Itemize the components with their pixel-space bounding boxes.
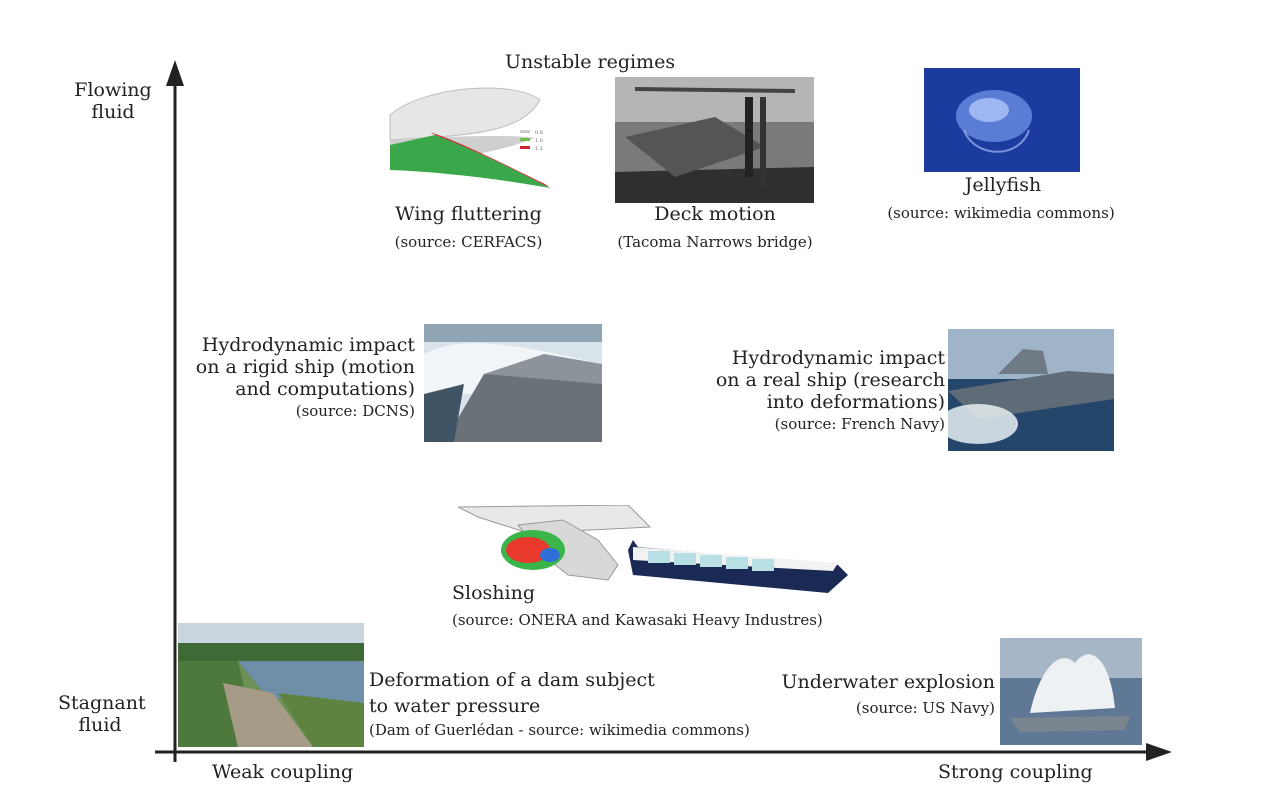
svg-text:1.0: 1.0 xyxy=(535,138,543,144)
explosion-text: Underwater explosion (source: US Navy) xyxy=(781,671,995,717)
x-axis-arrow xyxy=(1146,743,1172,761)
rigid-ship-text: Hydrodynamic impact on a rigid ship (mot… xyxy=(195,334,415,420)
sloshing-image xyxy=(458,505,850,595)
jellyfish-title: Jellyfish xyxy=(964,174,1042,196)
explosion-image xyxy=(1000,638,1142,745)
dam-text: Deformation of a dam subject to water pr… xyxy=(369,669,750,739)
unstable-regimes-header: Unstable regimes xyxy=(505,51,676,73)
sloshing-title: Sloshing xyxy=(452,582,535,604)
sloshing-source: (source: ONERA and Kawasaki Heavy Indust… xyxy=(452,611,823,629)
y-axis-arrow xyxy=(166,60,184,86)
wing-source: (source: CERFACS) xyxy=(394,233,543,251)
wing-image: 0.8 1.0 1.2 xyxy=(385,80,565,190)
svg-text:1.2: 1.2 xyxy=(535,146,543,152)
wing-title: Wing fluttering xyxy=(395,203,542,225)
deck-image xyxy=(615,77,814,203)
dam-image xyxy=(178,623,364,747)
jellyfish-image xyxy=(924,68,1080,172)
jellyfish-source: (source: wikimedia commons) xyxy=(887,204,1115,222)
x-axis-right-label: Strong coupling xyxy=(938,761,1093,783)
svg-text:0.8: 0.8 xyxy=(535,130,543,136)
real-ship-image xyxy=(948,329,1114,451)
real-ship-text: Hydrodynamic impact on a real ship (rese… xyxy=(715,347,945,433)
deck-source: (Tacoma Narrows bridge) xyxy=(617,233,813,251)
deck-title: Deck motion xyxy=(654,203,776,225)
rigid-ship-image xyxy=(424,324,602,442)
x-axis-left-label: Weak coupling xyxy=(212,761,354,783)
